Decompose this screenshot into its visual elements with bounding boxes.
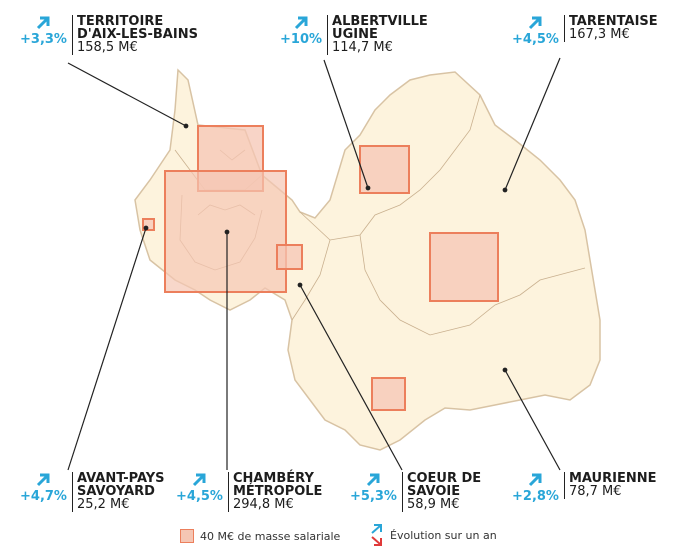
territory-value: 167,3 M€ [568, 27, 630, 42]
arrow-up-right-icon [294, 16, 308, 30]
legend-square-label: 40 M€ de masse salariale [200, 529, 341, 543]
growth-value: +2,8% [512, 489, 559, 504]
arrow-up-right-icon [529, 16, 542, 30]
arrow-up-right-icon [193, 473, 206, 487]
growth-indicator: +4,5% [512, 15, 559, 46]
territory-value: 25,2 M€ [76, 497, 130, 512]
growth-indicator: +10% [280, 15, 322, 46]
internal-border [299, 94, 481, 241]
growth-indicator: +5,3% [350, 472, 397, 503]
territory-name: ALBERTVILLE [332, 14, 428, 29]
label-chambery: +4,5% CHAMBÉRY MÉTROPOLE 294,8 M€ [176, 472, 322, 512]
growth-value: +10% [280, 32, 323, 47]
legend-square: 40 M€ de masse salariale [180, 529, 340, 543]
growth-indicator: +4,7% [20, 472, 67, 503]
legend-arrow: Évolution sur un an [370, 524, 497, 546]
label-aix: +3,3% TERRITOIRE D'AIX-LES-BAINS 158,5 M… [20, 15, 198, 55]
territory-name: TERRITOIRE [76, 14, 164, 29]
internal-border [359, 234, 586, 336]
territory-name: MAURIENNE [568, 471, 657, 486]
arrow-up-right-icon [367, 473, 380, 487]
up-down-arrows-icon [371, 524, 382, 546]
territory-name: SAVOYARD [76, 484, 155, 499]
territory-name: AVANT-PAYS [76, 471, 165, 486]
territory-value: 58,9 M€ [406, 497, 460, 512]
territory-value: 114,7 M€ [332, 40, 393, 55]
square-tarentaise [429, 232, 499, 302]
arrow-up-right-icon [37, 473, 50, 487]
legend-arrow-label: Évolution sur un an [390, 528, 497, 542]
legend-square-swatch [180, 529, 194, 543]
arrow-up-right-icon [529, 473, 542, 487]
square-maurienne [371, 377, 406, 411]
territory-name: TARENTAISE [568, 14, 658, 29]
internal-border [291, 239, 331, 321]
territory-name: COEUR DE [406, 471, 482, 486]
square-coeur [276, 244, 303, 270]
growth-value: +4,7% [20, 489, 67, 504]
growth-value: +4,5% [176, 489, 223, 504]
label-coeur: +5,3% COEUR DE SAVOIE 58,9 M€ [350, 472, 481, 512]
leader-maurienne [504, 369, 561, 471]
growth-value: +4,5% [512, 32, 559, 47]
label-tarentaise: +4,5% TARENTAISE 167,3 M€ [512, 15, 658, 46]
label-maurienne: +2,8% MAURIENNE 78,7 M€ [512, 472, 656, 503]
growth-indicator: +4,5% [176, 472, 223, 503]
growth-indicator: +2,8% [512, 472, 559, 503]
territory-name: D'AIX-LES-BAINS [76, 27, 198, 42]
territory-name: MÉTROPOLE [232, 484, 323, 499]
leader-coeur [299, 284, 403, 471]
growth-value: +3,3% [20, 32, 67, 47]
label-albertville: +10% ALBERTVILLE UGINE 114,7 M€ [280, 15, 428, 55]
arrow-up-right-icon [37, 16, 50, 30]
territory-value: 294,8 M€ [232, 497, 294, 512]
territory-name: SAVOIE [406, 484, 461, 499]
label-avantpays: +4,7% AVANT-PAYS SAVOYARD 25,2 M€ [20, 472, 165, 512]
territory-name: CHAMBÉRY [232, 471, 314, 486]
leader-aix [67, 62, 187, 127]
territory-value: 158,5 M€ [76, 40, 138, 55]
square-avantpays [142, 218, 155, 231]
square-albertville [359, 145, 410, 194]
growth-indicator: +3,3% [20, 15, 67, 46]
leader-albertville [323, 59, 369, 189]
leader-avantpays [67, 227, 147, 471]
growth-value: +5,3% [350, 489, 397, 504]
leader-tarentaise [504, 57, 561, 191]
territory-value: 78,7 M€ [568, 484, 622, 499]
territory-name: UGINE [332, 27, 378, 42]
